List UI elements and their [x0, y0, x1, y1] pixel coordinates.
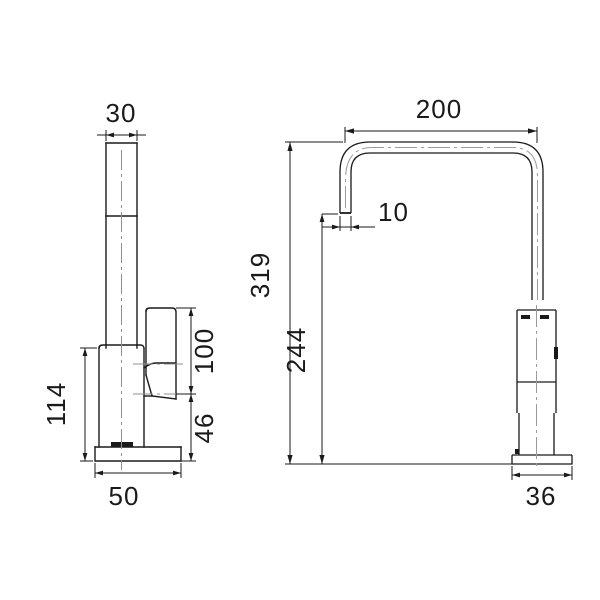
body-top-left-fillet	[98, 344, 138, 349]
dimension-30	[97, 130, 146, 141]
spout-outer-wall	[339, 141, 544, 300]
dimension-label-30: 30	[106, 98, 137, 128]
body-top-right-fillet	[136, 344, 145, 349]
dim-30-arrow-left	[106, 132, 114, 138]
handle-outer-profile	[145, 307, 177, 400]
dim-36-arrow-right	[564, 472, 572, 478]
front-view-centrelines	[345, 147, 538, 470]
dimension-label-100: 100	[189, 328, 219, 374]
dim-319-arrow-bottom	[287, 455, 293, 464]
spout-inner-wall	[350, 152, 533, 300]
dim-10-arrow-left	[332, 224, 340, 230]
dimension-50	[94, 463, 182, 478]
dim-30-arrow-right	[129, 132, 137, 138]
base-flange-body-front	[511, 455, 573, 465]
dim-319-arrow-top	[287, 142, 293, 151]
dimension-36	[511, 466, 573, 480]
dimension-label-50: 50	[109, 481, 140, 511]
dimension-label-36: 36	[526, 481, 557, 511]
dim-100-arrow-bottom	[188, 386, 194, 394]
dimension-114	[80, 347, 97, 462]
dim-100-arrow-top	[188, 308, 194, 316]
body-detail-mark-right	[540, 315, 549, 319]
dim-36-arrow-left	[512, 472, 520, 478]
dimension-label-114: 114	[41, 382, 71, 426]
dim-10-arrow-right	[351, 224, 359, 230]
dimension-label-200: 200	[416, 94, 462, 124]
dimension-label-319: 319	[245, 252, 275, 298]
dimension-label-10: 10	[378, 197, 409, 227]
body-detail-mark-left	[521, 315, 530, 319]
body-side-tab	[554, 347, 558, 359]
base-flange-body	[94, 446, 182, 462]
dimension-46	[181, 394, 196, 462]
dimension-100	[176, 307, 196, 395]
spout-centreline	[345, 147, 538, 300]
dimension-200	[344, 127, 538, 143]
dimension-label-244: 244	[281, 327, 311, 373]
dim-46-arrow-top	[188, 394, 194, 402]
side-view-centrelines	[121, 150, 183, 470]
dim-244-arrow-bottom	[319, 455, 325, 464]
base-detail-mark	[515, 449, 519, 454]
dim-200-arrow-right	[528, 128, 537, 134]
dim-114-arrow-bottom	[82, 453, 88, 461]
dim-46-arrow-bottom	[188, 453, 194, 461]
dim-50-arrow-left	[95, 470, 103, 476]
dim-200-arrow-left	[345, 128, 354, 134]
dimension-244	[318, 214, 512, 465]
dim-114-arrow-top	[82, 348, 88, 356]
front-view-group	[339, 141, 573, 465]
dim-50-arrow-right	[173, 470, 181, 476]
dimension-label-46: 46	[189, 413, 219, 444]
